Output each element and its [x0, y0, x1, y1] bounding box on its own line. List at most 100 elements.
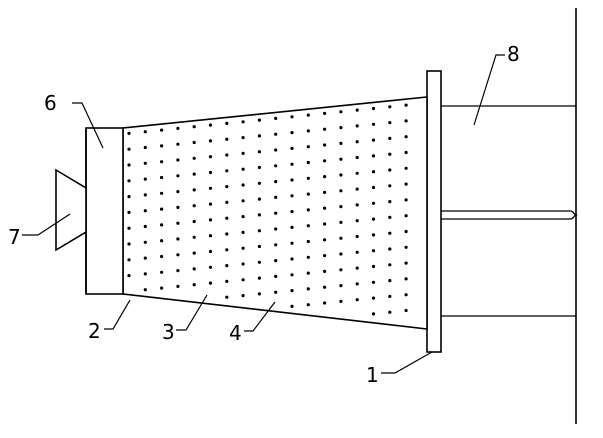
perforation-dot [208, 234, 213, 238]
perforation-dot [371, 280, 376, 284]
perforation-dot [143, 161, 147, 165]
perforation-dot [388, 105, 392, 109]
perforation-dot [208, 186, 213, 190]
perforation-dot [143, 209, 147, 213]
perforation-dot [306, 239, 310, 244]
perforation-dot [339, 268, 343, 272]
perforation-dot [257, 150, 261, 154]
perforation-dot [208, 123, 213, 127]
perforation-dot [388, 152, 392, 156]
perforation-dot [323, 238, 327, 242]
label-8: 8 [507, 42, 520, 66]
perforation-dot [241, 294, 245, 298]
label-4: 4 [229, 321, 242, 345]
perforation-dot [371, 233, 376, 237]
perforation-dot [355, 140, 359, 144]
perforation-dot [274, 211, 278, 215]
perforation-dot [225, 200, 229, 204]
perforation-dot [241, 136, 245, 140]
perforation-dot [339, 299, 343, 303]
perforation-dot [404, 308, 408, 313]
perforation-dot [274, 290, 278, 294]
perforation-dot [257, 229, 261, 233]
perforation-dot [290, 162, 294, 166]
perforation-dot [290, 257, 294, 261]
perforation-dot [371, 122, 376, 126]
perforation-dot [388, 184, 392, 188]
perforation-dot [388, 279, 392, 283]
perforation-dot [143, 130, 147, 134]
perforation-dot [339, 236, 343, 240]
perforation-dot [323, 143, 327, 147]
perforation-dot [208, 249, 213, 254]
perforation-dot [371, 154, 376, 158]
perforation-dot [290, 210, 294, 214]
perforation-dot [176, 142, 180, 146]
perforation-dot [208, 218, 213, 222]
perforation-dot [160, 286, 164, 290]
perforation-dot [323, 206, 327, 210]
perforation-dot [225, 279, 229, 283]
label-2: 2 [88, 319, 101, 343]
perforation-dot [306, 208, 310, 212]
perforation-dot [355, 298, 359, 302]
perforation-dot [355, 187, 359, 191]
perforation-dot [192, 188, 196, 192]
leader-1 [381, 351, 433, 374]
flange [426, 70, 442, 353]
perforation-dot [192, 172, 196, 176]
perforation-dot [225, 216, 229, 220]
perforation-dot [176, 221, 180, 225]
nozzle-cone [55, 168, 87, 252]
perforation-dot [339, 110, 343, 114]
perforation-dot [143, 145, 147, 150]
perforation-dot [290, 194, 294, 198]
perforation-dot [143, 193, 147, 197]
perforation-dot [241, 167, 245, 171]
break-mark [569, 210, 579, 220]
perforation-dot [404, 214, 408, 218]
perforation-dot [257, 165, 261, 170]
perforation-dot [127, 163, 131, 167]
perforation-dot [127, 274, 131, 278]
leader-7 [22, 213, 71, 236]
perforation-dot [274, 274, 278, 278]
perforation-dot [257, 134, 261, 138]
perforation-dot [306, 129, 310, 133]
perforation-dot [404, 277, 408, 281]
perforation-dot [306, 113, 310, 117]
perforation-dot [176, 174, 180, 178]
perforation-dot [355, 266, 359, 270]
perforation-dot [404, 103, 408, 107]
perforation-dot [176, 205, 180, 209]
perforation-dot [160, 160, 164, 164]
perforation-dot [323, 127, 327, 131]
perforation-dot [208, 265, 213, 269]
perforation-dot [323, 190, 327, 194]
perforation-dot [404, 135, 408, 139]
perforation-dot [404, 293, 408, 297]
perforation-dot [160, 191, 164, 195]
perforation-dot [306, 145, 310, 149]
perforation-dot [274, 227, 278, 231]
perforation-dot [241, 246, 245, 250]
perforation-dot [306, 303, 310, 307]
perforation-dot [241, 230, 245, 234]
perforation-dot [339, 284, 343, 288]
perforation-dot [192, 204, 196, 208]
perforation-dot [355, 234, 359, 239]
perforation-dot [192, 267, 196, 271]
perforation-dot [371, 217, 376, 221]
perforation-dot [241, 120, 245, 124]
perforation-dot [127, 131, 131, 135]
perforation-dot [388, 263, 392, 267]
perforation-dot [192, 235, 196, 239]
perforation-dot [127, 242, 131, 246]
perforation-dot [388, 121, 392, 125]
perforation-dot [257, 292, 261, 296]
perforation-dot [355, 155, 359, 160]
perforation-dot [404, 182, 408, 186]
perforation-dot [160, 254, 164, 259]
perforation-dot [208, 202, 213, 206]
perforation-dot [241, 199, 245, 203]
